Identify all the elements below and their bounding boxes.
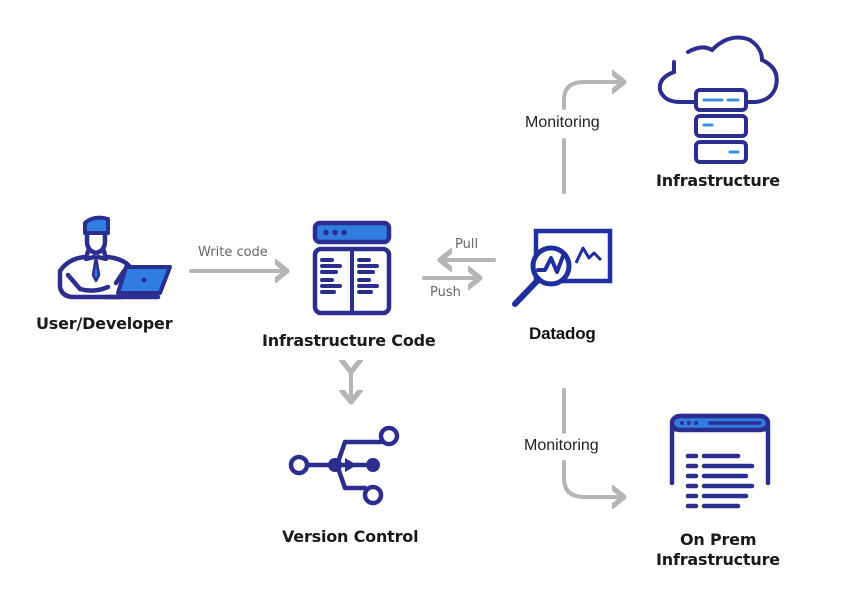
datadog-label: Datadog [529, 324, 596, 343]
code-window-icon [312, 220, 392, 316]
write-code-label: Write code [198, 245, 268, 260]
on-prem-label-line1: On Prem [680, 530, 757, 549]
browser-list-icon [669, 413, 771, 509]
push-label: Push [430, 285, 461, 300]
monitoring-top-label: Monitoring [525, 114, 600, 132]
developer-icon [57, 215, 172, 300]
user-developer-label: User/Developer [36, 314, 173, 333]
monitoring-up-arrow [562, 82, 624, 194]
infrastructure-code-label: Infrastructure Code [262, 331, 436, 350]
monitoring-bottom-label: Monitoring [524, 437, 599, 455]
monitoring-down-arrow [562, 388, 624, 497]
infrastructure-label: Infrastructure [656, 171, 780, 190]
cloud-server-icon [657, 35, 779, 164]
version-control-label: Version Control [282, 527, 419, 546]
pull-label: Pull [455, 237, 479, 252]
on-prem-label-line2: Infrastructure [656, 550, 780, 569]
monitoring-magnifier-icon [512, 228, 613, 307]
git-branch-icon [288, 425, 400, 506]
